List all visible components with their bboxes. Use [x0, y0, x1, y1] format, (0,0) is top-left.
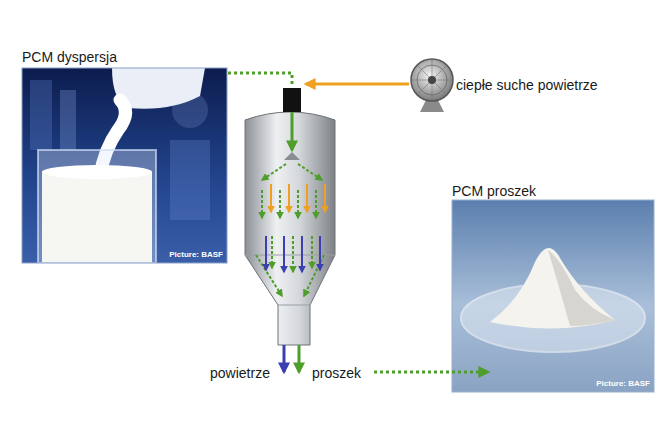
- photo-heading: PCM dyspersja: [22, 48, 117, 66]
- flow-label: ciepłe suche powietrze: [456, 76, 598, 94]
- spray-dryer: [245, 88, 335, 372]
- dispersion-photo: [22, 68, 227, 263]
- photo-frame: [22, 68, 227, 263]
- photo-credit: Picture: BASF: [169, 250, 223, 260]
- photo-credit: Picture: BASF: [596, 379, 650, 389]
- flow-label: powietrze: [210, 364, 270, 382]
- powder-line: [374, 371, 488, 374]
- feed-line: [228, 73, 292, 86]
- flow-label: proszek: [312, 364, 361, 382]
- fan-icon: [411, 59, 453, 112]
- powder-photo: [452, 200, 654, 392]
- photo-panel: PCM dyspersjaPicture: BASF: [22, 48, 227, 263]
- photo-heading: PCM proszek: [452, 182, 536, 200]
- photo-frame: [452, 200, 654, 392]
- hot-air-arrow: [306, 83, 409, 86]
- photo-panel: PCM proszekPicture: BASF: [452, 182, 654, 392]
